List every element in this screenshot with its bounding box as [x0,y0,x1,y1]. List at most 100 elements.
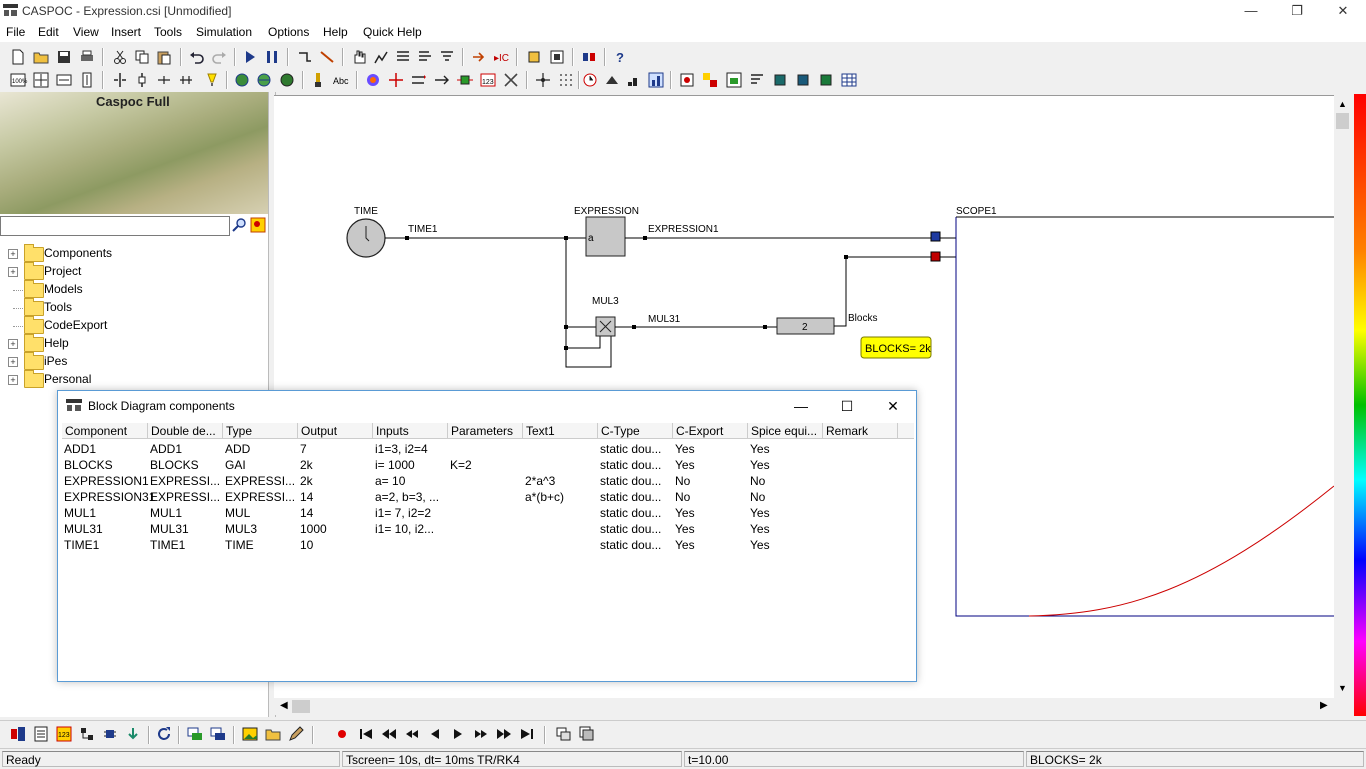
wire-icon[interactable] [297,49,313,65]
menu-file[interactable]: File [6,25,26,39]
expand-icon[interactable]: + [8,249,18,259]
node-icon[interactable] [535,72,551,88]
import-icon[interactable] [210,726,226,742]
mirror-icon[interactable] [112,72,128,88]
col-header-text1[interactable]: Text1 [523,423,598,439]
scope-plot[interactable] [955,216,1335,617]
multi-color-icon[interactable] [702,72,718,88]
chip-alt-icon[interactable] [795,72,811,88]
col-header-output[interactable]: Output [298,423,373,439]
search-icon[interactable] [231,217,247,233]
download-arrow-icon[interactable] [125,726,141,742]
col-header-component[interactable]: Component [62,423,148,439]
col-header-inputs[interactable]: Inputs [373,423,448,439]
globe-download-icon[interactable] [279,72,295,88]
menu-edit[interactable]: Edit [38,25,59,39]
chip-settings-icon[interactable] [102,726,118,742]
document-icon[interactable] [33,726,49,742]
window-tile-icon[interactable] [579,726,595,742]
close-button[interactable]: ✕ [1337,3,1349,18]
menu-options[interactable]: Options [268,25,310,39]
copy-icon[interactable] [134,49,150,65]
arrows-icon[interactable] [411,72,427,88]
text-label-icon[interactable]: Abc [333,72,349,88]
open-folder-icon[interactable] [33,49,49,65]
export-icon[interactable] [187,726,203,742]
dialog-maximize-button[interactable]: ☐ [840,398,854,414]
scroll-thumb[interactable] [292,700,310,713]
help-icon[interactable]: ? [612,49,628,65]
scroll-thumb[interactable] [1336,113,1349,129]
menu-help[interactable]: Help [323,25,348,39]
filter-icon[interactable] [250,217,266,233]
flip-icon[interactable] [134,72,150,88]
time-block[interactable] [346,218,386,258]
spectrum-icon[interactable] [365,72,381,88]
col-header-ctype[interactable]: C-Type [598,423,673,439]
step-back-icon[interactable] [427,726,443,742]
target-icon[interactable] [679,72,695,88]
grid-icon[interactable] [558,72,574,88]
scope-input-1[interactable] [930,231,941,242]
component-icon[interactable] [526,49,542,65]
scope-input-2[interactable] [930,251,941,262]
table-icon[interactable] [841,72,857,88]
globe-network-icon[interactable] [256,72,272,88]
zoom-fit-icon[interactable] [33,72,49,88]
record-icon[interactable] [334,726,350,742]
scroll-right-icon[interactable]: ▶ [1320,700,1328,711]
rewind-icon[interactable] [404,726,420,742]
col-header-spice[interactable]: Spice equi... [748,423,823,439]
col-header-parameters[interactable]: Parameters [448,423,523,439]
dialog-close-button[interactable]: ✕ [887,398,899,414]
rotate-icon[interactable] [156,72,172,88]
rewind-fast-icon[interactable] [381,726,397,742]
play-icon[interactable] [450,726,466,742]
first-frame-icon[interactable] [358,726,374,742]
arrow-out-icon[interactable] [471,49,487,65]
menu-tools[interactable]: Tools [154,25,183,39]
restore-button[interactable]: ❐ [1291,3,1303,18]
forward-icon[interactable] [473,726,489,742]
expression-block[interactable] [585,216,626,257]
undo-icon[interactable] [189,49,205,65]
list-icon[interactable] [395,49,411,65]
redo-icon[interactable] [211,49,227,65]
numeric-icon[interactable]: 123 [480,72,496,88]
zoom-height-icon[interactable] [79,72,95,88]
open-project-icon[interactable] [265,726,281,742]
col-header-double[interactable]: Double de... [148,423,223,439]
chip-green-icon[interactable] [818,72,834,88]
fast-forward-icon[interactable] [496,726,512,742]
connect-icon[interactable] [581,49,597,65]
ic-icon[interactable]: ▸IC [493,49,509,65]
marker-icon[interactable] [310,72,326,88]
scroll-left-icon[interactable]: ◀ [280,700,288,711]
tools-icon[interactable] [503,72,519,88]
search-input[interactable] [0,216,230,236]
menu-quick-help[interactable]: Quick Help [363,25,422,39]
col-header-type[interactable]: Type [223,423,298,439]
sort-icon[interactable] [439,49,455,65]
library-icon[interactable] [549,49,565,65]
new-file-icon[interactable] [10,49,26,65]
lightbulb-icon[interactable] [204,72,220,88]
menu-view[interactable]: View [73,25,99,39]
hand-icon[interactable] [351,49,367,65]
align-icon[interactable] [417,49,433,65]
probe-icon[interactable] [319,49,335,65]
paint-icon[interactable] [604,72,620,88]
zoom-100-icon[interactable]: 100% [10,72,28,88]
paste-icon[interactable] [156,49,172,65]
pause-simulation-icon[interactable] [264,49,280,65]
chip-icon[interactable] [772,72,788,88]
print-icon[interactable] [79,49,95,65]
run-simulation-icon[interactable] [242,49,258,65]
